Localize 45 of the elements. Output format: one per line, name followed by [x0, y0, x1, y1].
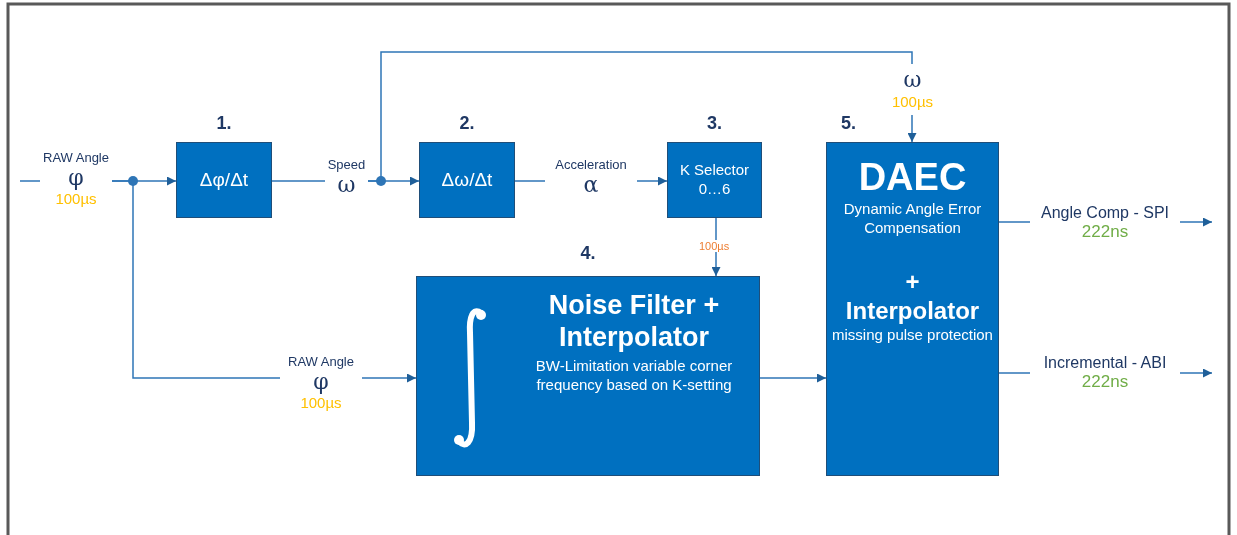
arrow [759, 373, 827, 383]
step-number: 5. [841, 113, 856, 134]
description: + [905, 267, 920, 297]
connector-line [19, 180, 41, 182]
sample-time: 100µs [55, 189, 97, 208]
connector-line [271, 180, 326, 182]
signal-name: RAW Angle [288, 354, 354, 370]
connector-line [514, 180, 546, 182]
title: DAEC [858, 157, 967, 199]
symbol: φ [68, 165, 84, 190]
symbol: φ [313, 369, 329, 394]
arrow [636, 176, 668, 186]
description: Dynamic Angle Error Compensation [842, 198, 983, 238]
description: Interpolator [845, 296, 980, 326]
step-number: 4. [580, 243, 596, 264]
description: missing pulse protection [832, 325, 993, 345]
arrow [1179, 368, 1213, 378]
sample-time: 222ns [1081, 372, 1129, 393]
title: Δω/Δt [441, 168, 493, 192]
connector-line [367, 51, 913, 182]
symbol: ω [903, 68, 922, 93]
signal-name: Speed [327, 157, 366, 173]
sample-time: 100µs [891, 92, 934, 111]
output-signal-name: Angle Comp - SPI [1040, 203, 1170, 223]
description: BW-Limitation variable corner frequency based on K-setting [534, 355, 734, 395]
connector-line [111, 180, 281, 379]
signal-name: Acceleration [555, 157, 627, 173]
arrow [1179, 217, 1213, 227]
step-number: 3. [707, 113, 722, 134]
connector-line [998, 221, 1031, 223]
output-signal-name: Incremental - ABI [1043, 353, 1167, 373]
step-number: 2. [459, 113, 475, 134]
symbol: α [583, 172, 599, 197]
signal-name: RAW Angle [43, 150, 109, 166]
symbol: ω [337, 172, 356, 197]
edge-label: 100µs [698, 240, 731, 252]
title: K Selector 0…6 [678, 161, 751, 199]
arrow [907, 114, 917, 143]
title: Noise Filter + Interpolator [547, 289, 721, 354]
sample-time: 100µs [300, 393, 342, 412]
arrow [361, 373, 417, 383]
sample-time: 222ns [1081, 222, 1129, 243]
step-number: 1. [216, 113, 232, 134]
connector-line [998, 372, 1031, 374]
title: Δφ/Δt [199, 168, 249, 192]
